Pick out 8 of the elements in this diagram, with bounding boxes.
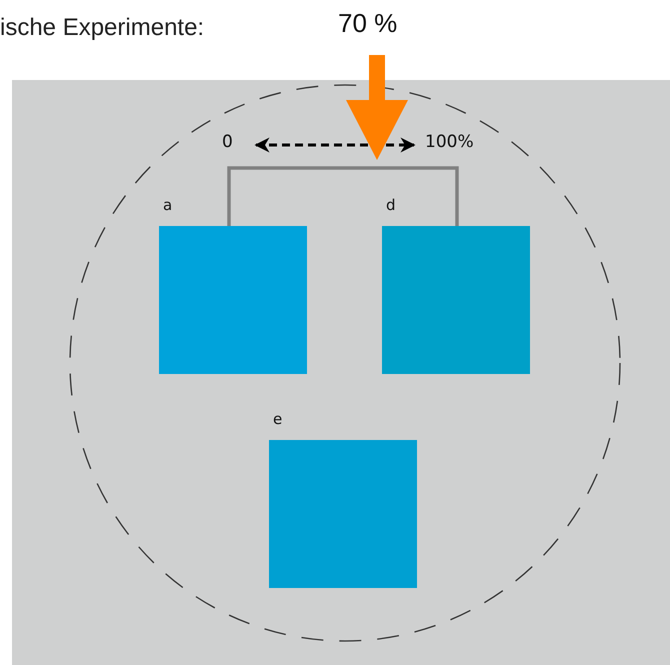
scale-label: 0 bbox=[222, 132, 233, 152]
title: ische Experimente: bbox=[0, 14, 204, 42]
bracket-line bbox=[227, 166, 459, 226]
square-label: e bbox=[273, 410, 282, 428]
percent-value: 70 % bbox=[338, 8, 398, 39]
square-label: d bbox=[386, 196, 396, 214]
scale-label: 100% bbox=[425, 132, 474, 152]
square-label: a bbox=[163, 196, 172, 214]
